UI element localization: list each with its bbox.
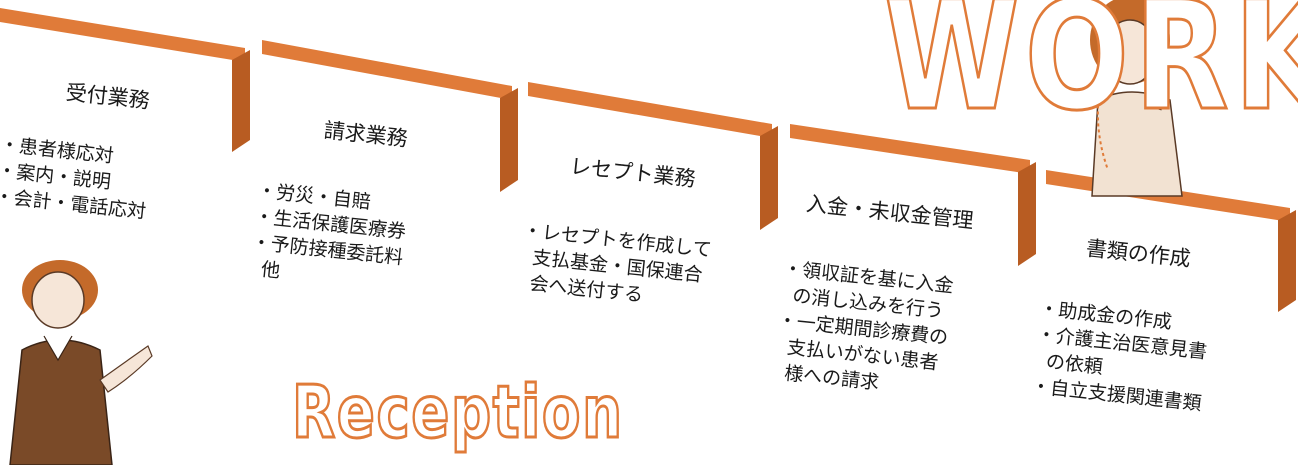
card-reception: 受付業務 ・患者様応対 ・案内・説明 ・会計・電話応対 [0,70,159,225]
card-list: ・患者様応対 ・案内・説明 ・会計・電話応対 [0,132,153,225]
reception-watermark: Reception [291,370,624,454]
card-list: ・助成金の作成 ・介護主治医意見書 の依頼 ・自立支援関連書類 [1030,296,1211,417]
card-4-bar [790,124,1036,266]
card-list: ・領収証を基に入金 の消し込みを行う ・一定期間診療費の 支払いがない患者 様へ… [771,256,968,405]
receptionist-woman-illustration [9,260,153,465]
card-1-bar [0,8,250,152]
card-3-bar [528,82,778,230]
phone-operator-woman-illustration [1090,0,1183,197]
card-list: ・労災・自賠 ・生活保護医療券 ・予防接種委託料 他 [248,178,410,297]
card-2-bar [262,40,518,192]
card-billing: 請求業務 ・労災・自賠 ・生活保護医療券 ・予防接種委託料 他 [248,108,417,297]
card-payment-management: 入金・未収金管理 ・領収証を基に入金 の消し込みを行う ・一定期間診療費の 支払… [771,186,975,404]
work-watermark: WORK [883,0,1298,144]
card-receipt: レセプト業務 ・レセプトを作成して 支払基金・国保連合 会へ送付する [516,146,720,315]
card-documents: 書類の作成 ・助成金の作成 ・介護主治医意見書 の依頼 ・自立支援関連書類 [1030,228,1218,417]
